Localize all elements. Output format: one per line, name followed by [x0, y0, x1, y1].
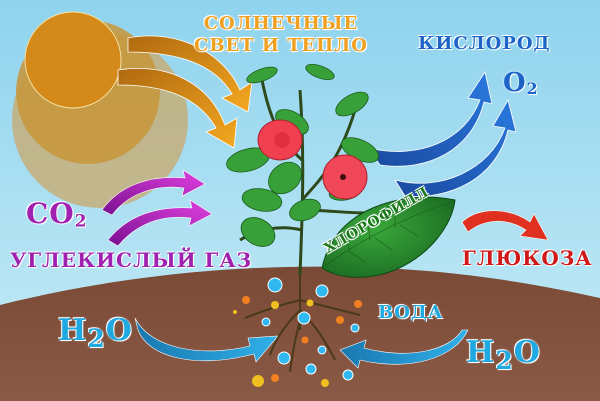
co2-subscript: 2 — [74, 210, 88, 231]
h2o-left-o: O — [105, 313, 133, 348]
h2o-formula-right: H2O — [466, 335, 541, 375]
soil-particles — [233, 277, 362, 387]
soil-ground — [0, 266, 600, 401]
h2o-left-h: H — [58, 313, 88, 348]
sunlight-heat-label: СОЛНЕЧНЫЕ СВЕТ И ТЕПЛО — [194, 13, 368, 57]
plant-leaves — [226, 63, 380, 247]
o2-subscript: 2 — [526, 79, 539, 99]
co2-formula: CO2 — [26, 200, 87, 229]
glucose-label: ГЛЮКОЗА — [462, 246, 593, 270]
h2o-formula-left: H2O — [58, 313, 133, 353]
h2o-left-subscript: 2 — [87, 324, 106, 353]
sunlight-arrows — [117, 35, 253, 149]
water-label: ВОДА — [378, 302, 444, 323]
h2o-right-subscript: 2 — [495, 346, 514, 375]
o2-formula: O2 — [503, 70, 539, 97]
o2-base: O — [503, 68, 527, 98]
h2o-right-o: O — [513, 335, 541, 370]
h2o-right-h: H — [466, 335, 496, 370]
sunlight-label-line1: СОЛНЕЧНЫЕ — [203, 13, 359, 34]
chlorophyll-leaf — [321, 196, 456, 278]
co2-base: CO — [26, 197, 75, 230]
plant-flowers — [257, 119, 368, 200]
co2-arrows — [101, 169, 213, 247]
leaf-veins — [324, 201, 453, 267]
glucose-arrow — [461, 210, 549, 241]
water-arrows — [134, 317, 469, 369]
carbon-dioxide-label: УГЛЕКИСЛЫЙ ГАЗ — [10, 248, 253, 272]
sunlight-label-line2: СВЕТ И ТЕПЛО — [194, 35, 368, 56]
oxygen-arrows — [367, 70, 517, 197]
oxygen-label: КИСЛОРОД — [418, 33, 551, 54]
